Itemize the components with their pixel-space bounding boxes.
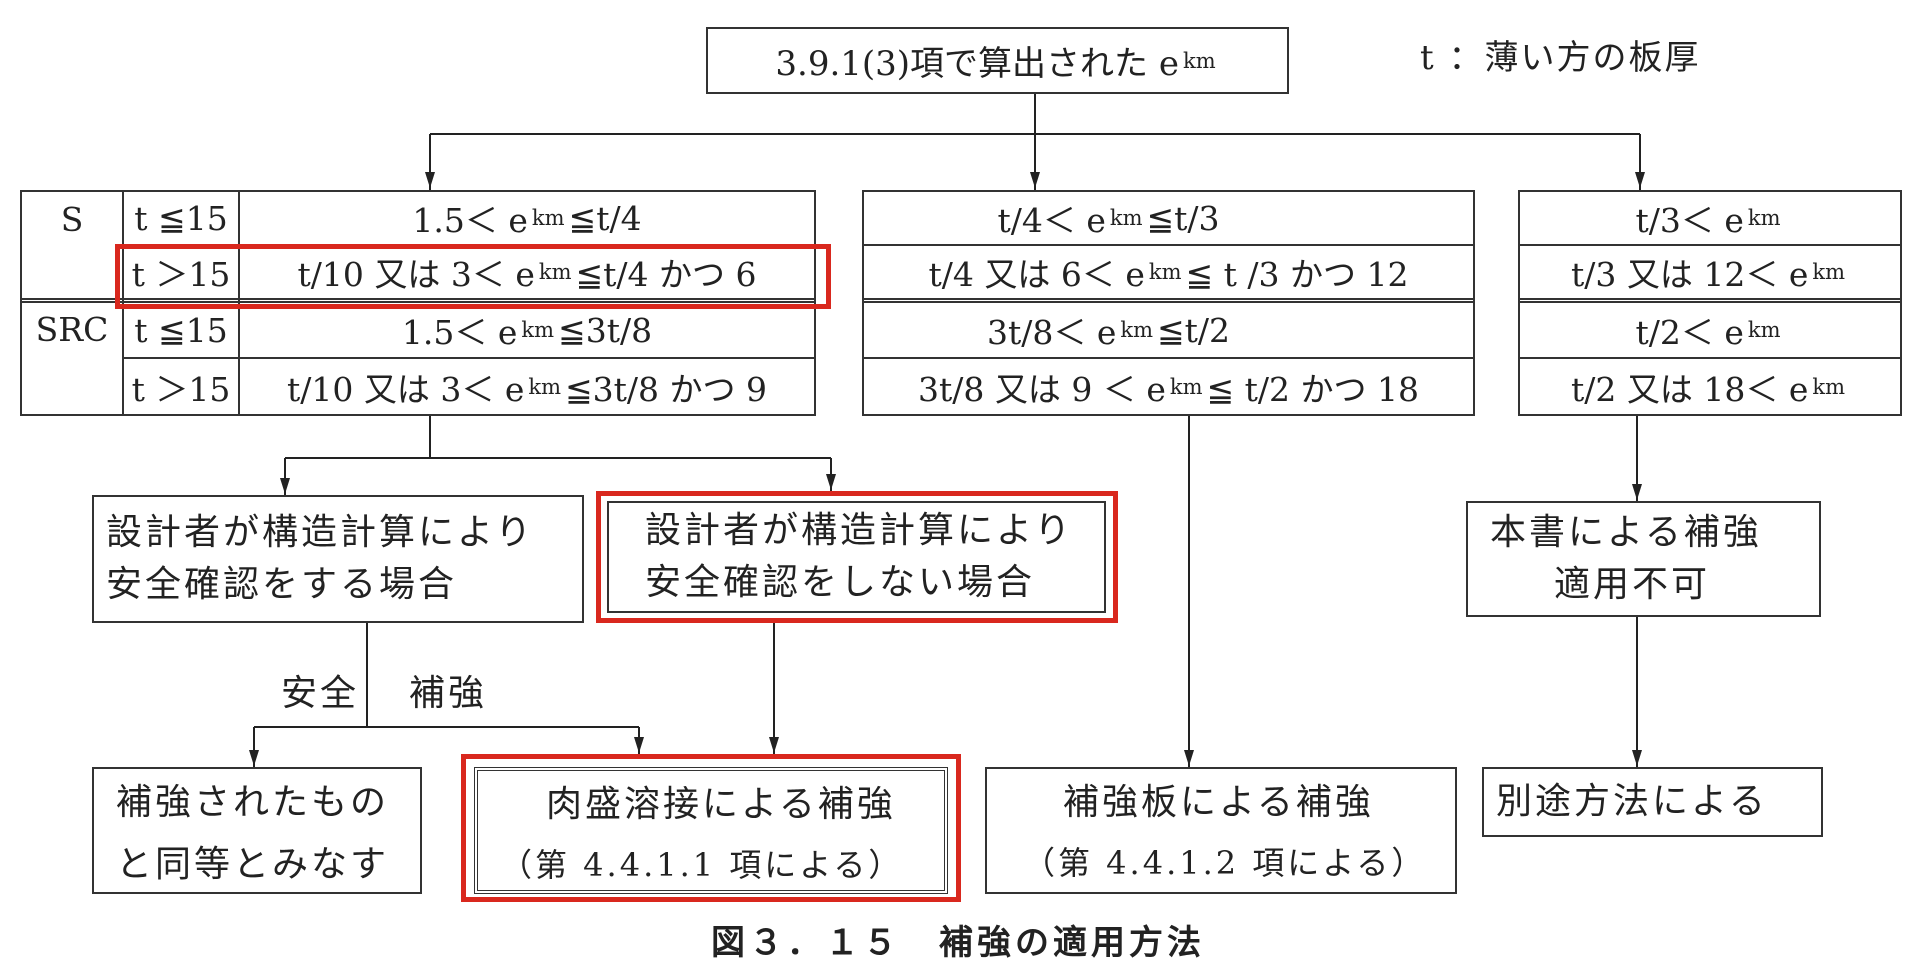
range-text: t/10 又は 3＜ e [286,369,525,409]
highlight-weld-buildup [461,754,961,902]
box-line: 設計者が構造計算により [645,510,1074,551]
range-text: ≦t/4 [568,198,642,238]
range-text: ≦3t/8 [558,310,653,350]
box-line: 安全確認をしない場合 [645,562,1036,603]
range-text: ≦ t /3 かつ 12 [1185,255,1409,294]
source-value-text: 3.9.1(3)項で算出された e [775,44,1179,84]
box-line: 設計者が構造計算により [106,512,535,553]
highlight-not-confirms [596,491,1118,623]
range-text: ≦t/4 かつ 6 [575,255,757,294]
weld-buildup-box: 肉盛溶接による補強 （第 4.4.1.1 項による） [474,767,948,894]
designer-confirms-box: 設計者が構造計算により 安全確認をする場合 [92,495,584,623]
box-line: 適用不可 [1554,564,1711,605]
subscript: km [528,374,561,399]
subscript: km [1148,260,1182,284]
range-text: ≦t/2 [1157,310,1231,350]
range-text: 1.5＜ e [412,201,528,240]
row-condition: t ≦15 [134,198,228,238]
not-applicable-box: 本書による補強 適用不可 [1466,501,1821,617]
box-line: 別途方法による [1496,781,1768,822]
box-line: 安全確認をする場合 [106,564,458,605]
range-text: t/2 又は 18＜ e [1570,369,1809,409]
thickness-legend: t ：薄い方の板厚 [1420,38,1701,78]
box-line: （第 4.4.1.1 項による） [500,846,904,884]
subscript: km [1812,260,1845,284]
range-text: t/4 又は 6＜ e [928,255,1145,294]
row-condition: t ＞15 [131,369,231,409]
subscript: km [1120,318,1153,342]
box-line: 補強されたもの [116,782,390,823]
range-text: t/3＜ e [1635,201,1744,240]
subscript: km [1747,206,1781,230]
box-line: と同等とみなす [116,844,390,885]
row-condition: t ≦15 [134,310,228,350]
box-line: 補強板による補強 [1063,782,1374,823]
range-text: ≦ t/2 かつ 18 [1206,369,1420,409]
range-text: t/10 又は 3＜ e [297,255,535,294]
range-text: 3t/8 又は 9 ＜ e [918,369,1166,409]
row-condition: t ＞15 [131,255,231,294]
range-text: ≦t/3 [1146,198,1220,238]
subscript: km [538,260,572,284]
range-text: 1.5＜ e [401,313,518,352]
subscript: km [1812,374,1845,399]
range-text: 3t/8＜ e [986,313,1117,352]
box-line: （第 4.4.1.2 項による） [1023,844,1427,882]
range-text: t/2＜ e [1635,313,1744,352]
plate-reinforce-box: 補強板による補強 （第 4.4.1.2 項による） [985,767,1457,894]
highlight-s-thick-row [115,244,831,309]
range-text: t/4＜ e [997,201,1106,240]
range-text: t/3 又は 12＜ e [1570,255,1809,294]
subscript: km [1747,318,1781,342]
box-line: 本書による補強 [1490,512,1762,553]
group-src: SRC [35,309,109,349]
subscript: km [1169,374,1203,399]
other-method-box: 別途方法による [1482,767,1823,837]
subscript: km [521,318,555,342]
designer-not-confirms-box: 設計者が構造計算により 安全確認をしない場合 [607,501,1106,613]
branch-reinforce-label: 補強 [409,673,488,714]
figure-caption: 図３．１５ 補強の適用方法 [711,923,1205,963]
branch-safe-label: 安全 [281,673,360,714]
subscript: km [1109,206,1143,230]
group-s: S [60,199,84,239]
deemed-equivalent-box: 補強されたもの と同等とみなす [92,767,422,894]
subscript: km [531,206,565,230]
range-text: ≦3t/8 かつ 9 [565,369,767,409]
box-line: 肉盛溶接による補強 [546,784,896,825]
subscript: km [1182,48,1216,73]
